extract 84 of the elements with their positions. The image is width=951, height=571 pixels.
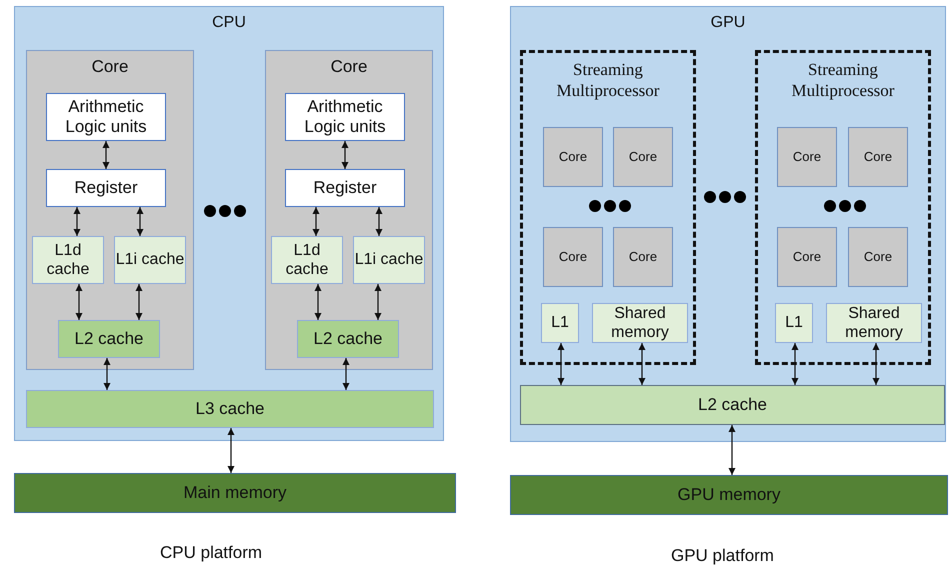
core-box [777, 127, 837, 187]
double-arrow [728, 425, 736, 475]
double-arrow [342, 141, 348, 169]
core-box [543, 227, 603, 287]
box-label: L2 cache [74, 328, 144, 350]
box-label: L2 cache [314, 328, 382, 350]
double-arrow [136, 207, 144, 236]
box-label: Register [313, 178, 377, 198]
platform-panel [510, 6, 946, 442]
box-label: L1d cache [284, 240, 330, 280]
box-label: Arithmetic Logic units [64, 96, 148, 138]
double-arrow [76, 284, 82, 320]
double-arrow [314, 284, 322, 320]
cache-box [775, 303, 813, 343]
core-box [848, 127, 908, 187]
panel-heading: Streaming Multiprocessor [556, 59, 660, 102]
double-arrow [342, 358, 350, 390]
unit-box [285, 93, 405, 141]
box-label: L1i cache [354, 250, 424, 270]
unit-box [46, 169, 166, 207]
cache-box [520, 385, 945, 425]
multiprocessor-panel [520, 50, 696, 365]
panel-heading: Streaming Multiprocessor [790, 59, 896, 102]
multiprocessor-panel [755, 50, 931, 365]
double-arrow [558, 343, 564, 385]
panel-heading: GPU [710, 13, 746, 32]
core-box [543, 127, 603, 187]
unit-box [285, 169, 405, 207]
double-arrow [638, 343, 646, 385]
double-arrow [872, 343, 880, 385]
memory-box [510, 475, 948, 515]
box-label: Core [864, 149, 892, 165]
core-box [613, 227, 673, 287]
memory-box [14, 473, 456, 513]
cache-box [58, 320, 160, 358]
box-label: GPU memory [678, 484, 780, 506]
core-box [777, 227, 837, 287]
panel-heading: Core [330, 57, 368, 78]
double-arrow [374, 284, 382, 320]
core-box [613, 127, 673, 187]
box-label: Core [628, 249, 658, 265]
double-arrow [228, 428, 234, 473]
core-panel [26, 50, 194, 370]
box-label: L3 cache [196, 398, 264, 420]
box-label: L1d cache [46, 240, 90, 280]
panel-heading: CPU [211, 13, 247, 32]
double-arrow [136, 284, 142, 320]
box-label: Shared memory [610, 304, 670, 342]
box-label: Main memory [184, 482, 286, 504]
box-label: L2 cache [698, 394, 767, 416]
double-arrow [312, 207, 320, 236]
box-label: Core [792, 249, 822, 265]
cache-box [271, 236, 343, 284]
cache-box [26, 390, 434, 428]
cache-box [114, 236, 186, 284]
box-label: Core [864, 249, 892, 265]
box-label: Core [628, 149, 658, 165]
double-arrow [102, 141, 110, 169]
box-label: L1i cache [116, 250, 184, 270]
panel-heading: Core [90, 57, 130, 78]
platform-panel [14, 6, 444, 441]
double-arrow [376, 207, 382, 236]
cache-box [353, 236, 425, 284]
unit-box [46, 93, 166, 141]
cache-box [32, 236, 104, 284]
double-arrow [74, 207, 80, 236]
box-label: Arithmetic Logic units [303, 96, 387, 138]
platform-caption: CPU platform [160, 543, 262, 563]
box-label: Core [558, 249, 588, 265]
box-label: Core [558, 149, 588, 165]
box-label: L1 [551, 313, 569, 333]
cache-box [541, 303, 579, 343]
box-label: Core [792, 149, 822, 165]
box-label: L1 [785, 313, 803, 333]
platform-caption: GPU platform [671, 546, 774, 566]
box-label: Shared memory [844, 304, 904, 342]
cache-box [592, 303, 688, 343]
core-panel [265, 50, 433, 370]
box-label: Register [74, 178, 138, 198]
core-box [848, 227, 908, 287]
cache-box [826, 303, 922, 343]
cache-box [297, 320, 399, 358]
double-arrow [104, 358, 110, 390]
double-arrow [792, 343, 798, 385]
